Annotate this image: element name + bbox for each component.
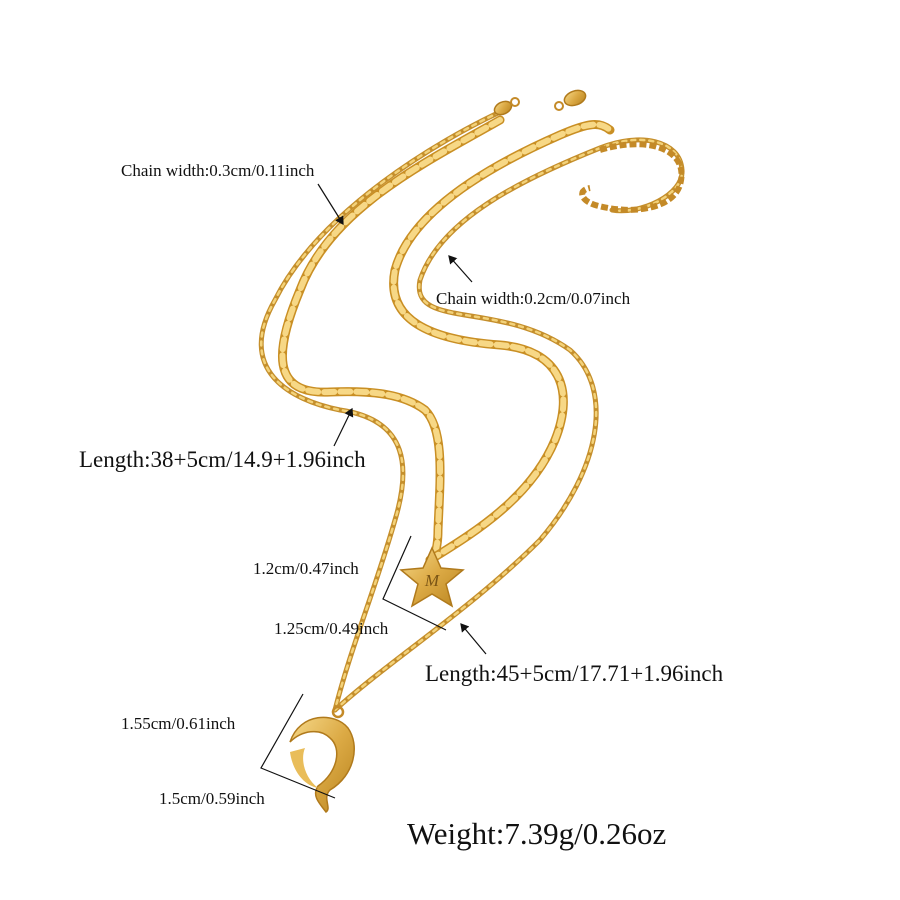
arrow-length-short: [333, 407, 354, 447]
chain-width-top-label: Chain width:0.3cm/0.11inch: [121, 161, 315, 180]
arrow-chain-width-top: [317, 183, 344, 226]
star-dimension-bracket: [382, 535, 447, 631]
chain-width-right-label: Chain width:0.2cm/0.07inch: [436, 289, 631, 308]
clasp-left: [493, 97, 520, 116]
length-long-label: Length:45+5cm/17.71+1.96inch: [425, 661, 724, 686]
clasp-right: [554, 89, 587, 111]
length-short-label: Length:38+5cm/14.9+1.96inch: [79, 447, 366, 472]
arrow-chain-width-right: [448, 255, 473, 283]
arrow-length-long: [460, 623, 487, 655]
star-pendant-letter: M: [424, 571, 440, 590]
moon-height-label: 1.55cm/0.61inch: [121, 714, 236, 733]
star-pendant: M: [399, 546, 465, 608]
moon-dimension-bracket: [260, 693, 336, 799]
extender-chain: [579, 141, 685, 213]
annotation-lines: [260, 183, 487, 799]
thick-chain: [277, 115, 615, 566]
star-height-label: 1.2cm/0.47inch: [253, 559, 359, 578]
weight-label: Weight:7.39g/0.26oz: [407, 816, 667, 851]
moon-width-label: 1.5cm/0.59inch: [159, 789, 265, 808]
moon-pendant: [289, 705, 355, 814]
star-width-label: 1.25cm/0.49inch: [274, 619, 389, 638]
